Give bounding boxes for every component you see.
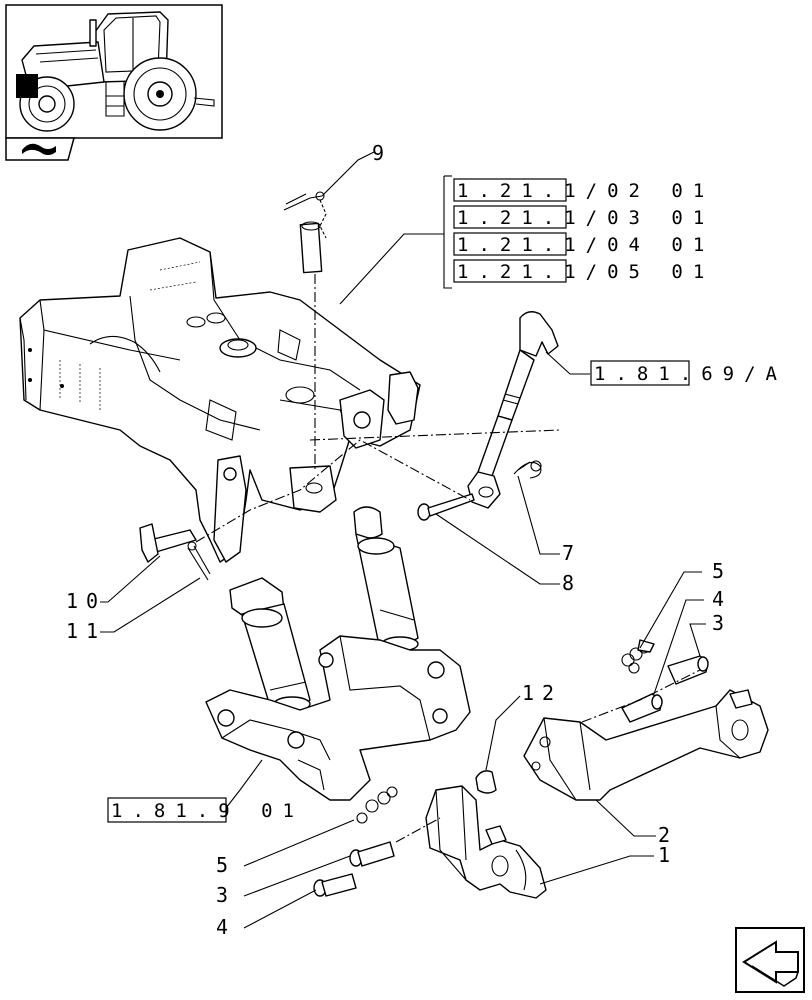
pin-3-right: [667, 655, 709, 685]
callout-1[interactable]: 1: [658, 843, 670, 867]
callout-11[interactable]: 11: [66, 619, 106, 643]
ref-1-21-1-04[interactable]: 1.21.1/04 01: [457, 234, 714, 256]
pin-4-right: [621, 693, 663, 723]
chain-pin-9: [283, 191, 327, 274]
chain-5-left: [356, 786, 398, 824]
rear-axle-housing: [19, 237, 421, 563]
reference-group-support: 1.81.9 01: [107, 759, 304, 823]
callout-3-left[interactable]: 3: [216, 883, 228, 907]
lower-link-left: [425, 785, 547, 899]
reference-group-top-link: 1.81.69/A: [545, 351, 787, 386]
lift-link-section-icon[interactable]: [5, 137, 75, 161]
pin-10: [139, 523, 197, 563]
ref-1-21-1-05[interactable]: 1.21.1/05 01: [457, 261, 714, 283]
linch-pin-11: [187, 541, 211, 581]
chain-5-right: [621, 639, 655, 674]
callout-10[interactable]: 10: [66, 589, 106, 613]
callout-8[interactable]: 8: [562, 571, 574, 595]
callout-leaders: [100, 151, 706, 929]
callout-7[interactable]: 7: [562, 541, 574, 565]
ref-1-81-69[interactable]: 1.81.69/A: [594, 363, 787, 385]
next-page-arrow-icon[interactable]: [735, 927, 805, 993]
cap-12: [475, 770, 497, 794]
callout-5-left[interactable]: 5: [216, 853, 228, 877]
tractor-thumbnail-icon[interactable]: [5, 4, 223, 139]
callout-4-right[interactable]: 4: [712, 587, 724, 611]
callout-4-left[interactable]: 4: [216, 915, 228, 939]
callout-2[interactable]: 2: [658, 823, 670, 847]
pin-8: [417, 493, 475, 521]
top-link: [467, 311, 559, 509]
ref-1-81-9[interactable]: 1.81.9 01: [111, 800, 304, 822]
assembly-axes: [195, 274, 701, 843]
callout-5-right[interactable]: 5: [712, 559, 724, 583]
callout-12[interactable]: 12: [522, 681, 562, 705]
lift-cylinder-right: [353, 506, 419, 652]
callout-numbers: 9 7 8 10 11 5 4 3 12 2 1 5 3 4: [66, 141, 724, 939]
callout-9[interactable]: 9: [372, 141, 384, 165]
pin-4-left: [313, 873, 357, 897]
lower-link-support: [205, 635, 471, 801]
clip-7: [513, 460, 542, 479]
ref-1-21-1-03[interactable]: 1.21.1/03 01: [457, 207, 714, 229]
ref-1-21-1-02[interactable]: 1.21.1/02 01: [457, 180, 714, 202]
lower-link-right: [523, 689, 769, 801]
reference-group-top: 1.21.1/02 01 1.21.1/03 01 1.21.1/04 01 1…: [339, 175, 714, 305]
callout-3-right[interactable]: 3: [712, 611, 724, 635]
pin-3-left: [349, 841, 395, 867]
lift-cylinder-left: [229, 577, 311, 715]
